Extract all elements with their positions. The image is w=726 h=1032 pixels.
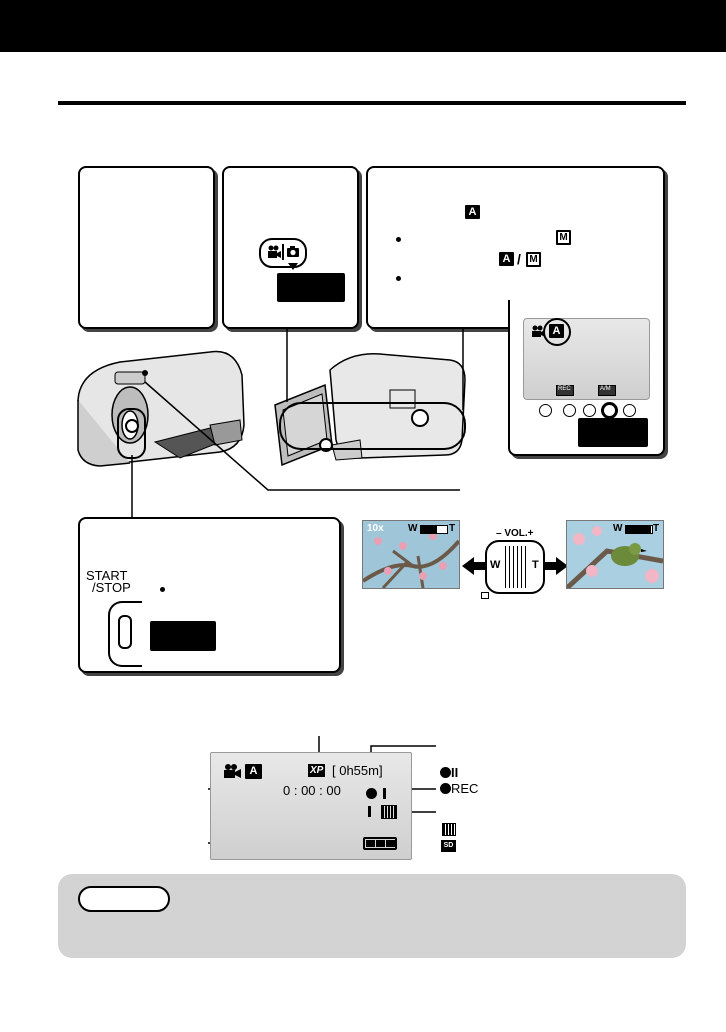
memory-icon bbox=[381, 805, 397, 819]
rec-dot-icon bbox=[440, 767, 451, 778]
legend-pause: II bbox=[440, 765, 458, 780]
zoom-tele-photo: W T bbox=[566, 520, 664, 589]
video-camera-icon bbox=[223, 763, 241, 779]
zoom-t-right: T bbox=[653, 523, 660, 534]
camera-body-outline bbox=[108, 601, 142, 667]
callout-oval-mode-switch bbox=[279, 402, 466, 450]
lcd-rec-button[interactable]: REC bbox=[556, 385, 574, 396]
step-panel-2 bbox=[222, 166, 359, 329]
label-box-2 bbox=[277, 273, 345, 302]
start-stop-button[interactable] bbox=[118, 615, 132, 649]
camera-icon bbox=[286, 245, 300, 259]
battery-icon bbox=[363, 837, 397, 850]
zoom-lever-label: – VOL.+ bbox=[496, 528, 534, 539]
start-label: START bbox=[86, 568, 128, 583]
switch-divider bbox=[282, 244, 284, 260]
legend-sd-icon: SD bbox=[441, 840, 456, 852]
mode-switch[interactable] bbox=[259, 238, 307, 268]
auto-icon-2: A bbox=[499, 252, 514, 266]
zoom-w-right: W bbox=[613, 523, 623, 534]
manual-icon: M bbox=[556, 230, 571, 245]
bullet-1 bbox=[396, 237, 401, 242]
auto-icon: A bbox=[465, 205, 480, 219]
header-bar bbox=[0, 0, 726, 52]
sd-label: SD bbox=[443, 842, 454, 849]
lcd-am-button[interactable]: A/M bbox=[598, 385, 616, 396]
note-label-pill bbox=[78, 886, 170, 912]
rec-auto-icon: A bbox=[245, 764, 262, 779]
stop-label: /STOP bbox=[92, 580, 131, 595]
zoom-wide-photo: 10x W T bbox=[362, 520, 460, 589]
section-rule bbox=[58, 101, 686, 105]
small-icon-under-lever bbox=[481, 592, 489, 599]
zoom-level: 10x bbox=[367, 523, 384, 534]
label-box-3 bbox=[578, 418, 648, 447]
bullet-2 bbox=[396, 276, 401, 281]
rec-label: REC bbox=[451, 781, 479, 796]
switch-pointer bbox=[288, 263, 298, 270]
legend-memory-icon bbox=[442, 823, 456, 836]
zoom-bar-left bbox=[420, 525, 448, 534]
zoom-t-left: T bbox=[449, 523, 456, 534]
zoom-arrows bbox=[462, 557, 568, 575]
bullet-start bbox=[160, 587, 165, 592]
lcd-screen: A REC A/M bbox=[523, 318, 650, 400]
video-camera-icon bbox=[267, 245, 281, 259]
touch-button-menu[interactable] bbox=[623, 404, 636, 417]
rec-dot-icon bbox=[440, 783, 451, 794]
start-stop-panel: START /STOP bbox=[78, 517, 341, 673]
quality-badge: XP bbox=[308, 764, 326, 777]
label-box-start bbox=[150, 621, 216, 651]
zoom-bar-right bbox=[625, 525, 653, 534]
recording-screen: A XP [ 0h55m] 0 : 00 : 00 bbox=[210, 752, 412, 860]
touch-button-3[interactable] bbox=[583, 404, 596, 417]
legend-rec: REC bbox=[440, 781, 478, 796]
zoom-w-left: W bbox=[408, 523, 418, 534]
auto-highlight-circle bbox=[543, 318, 571, 346]
rec-status-icon bbox=[366, 785, 392, 818]
lever-t: T bbox=[532, 559, 539, 571]
touch-button-ok[interactable] bbox=[539, 404, 552, 417]
manual-icon-2: M bbox=[526, 252, 541, 267]
lever-ridges bbox=[505, 546, 527, 588]
pause-label: II bbox=[451, 765, 459, 780]
remaining-time: [ 0h55m] bbox=[332, 763, 383, 778]
touch-button-am[interactable] bbox=[603, 404, 616, 417]
slash-text: / bbox=[517, 251, 521, 267]
step-panel-1 bbox=[78, 166, 215, 329]
time-counter: 0 : 00 : 00 bbox=[283, 783, 341, 798]
lever-w: W bbox=[490, 559, 501, 571]
touch-button-2[interactable] bbox=[563, 404, 576, 417]
